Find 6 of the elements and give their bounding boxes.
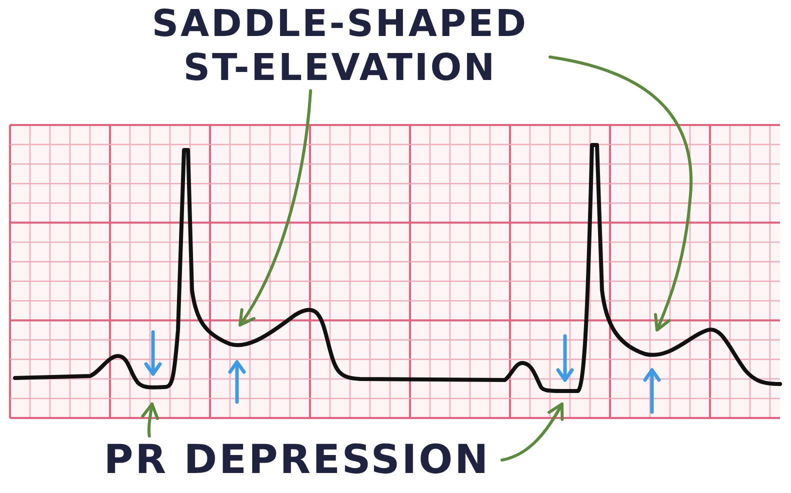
- leader-line: [238, 89, 312, 326]
- callout-text: SADDLE-SHAPED ST-ELEVATION: [150, 2, 530, 91]
- leader-line: [548, 56, 693, 332]
- leader-line: [500, 402, 564, 462]
- callout-text: PR DEPRESSION: [102, 436, 492, 484]
- leader-line: [141, 402, 159, 438]
